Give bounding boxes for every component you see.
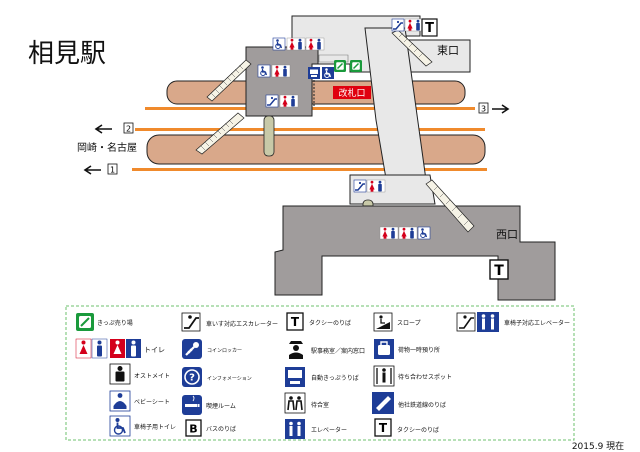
legend-slope: スロープ [397,320,421,327]
bus-glyph: B [189,423,197,436]
legend-baby-seat: ベビーシート [134,398,170,406]
stairs [195,29,475,233]
elevator-icon [405,19,423,31]
wheelchair-icon [109,415,131,437]
toilet-icon [306,38,324,50]
legend-meeting-spot: 待ち合わせスポット [398,373,452,381]
baggage-icon [374,339,394,359]
toilet-icon [287,38,305,50]
track-labels: 2 岡崎・名古屋 1 3 [77,102,510,175]
legend-coin-locker: コインロッカー [207,348,242,354]
legend-toilet: トイレ [144,346,165,354]
wheelchair-escalator-icon [181,312,201,332]
wheelchair-icon [321,66,335,80]
date-note: 2015.9 現在 [572,440,624,452]
wheelchair-elevator-icon [456,312,499,332]
meeting-spot-icon [373,365,395,387]
slope-icon [373,312,393,332]
taxi-icon [286,312,304,331]
west-exit-area [274,205,556,301]
station-title: 相見駅 [28,39,106,69]
west-exit-label: 西口 [496,228,518,241]
taxi-icon-east [421,18,438,37]
legend-wheelchair-toilet: 車椅子用トイレ [134,423,176,431]
legend-bus-stop: バスのりば [206,425,236,433]
east-exit-label: 東口 [437,44,459,57]
wheelchair-icon [257,64,271,78]
legend-waiting-room: 待合室 [311,401,329,409]
ticket-office-icon [349,59,363,73]
information-icon: ? [182,367,202,387]
wheelchair-icon [417,226,431,240]
ticket-machine-icon [308,67,320,79]
legend-ticket-office: きっぷ売り場 [97,319,133,327]
direction-label: 岡崎・名古屋 [77,141,137,154]
legend-baggage: 荷物一時預り所 [398,346,440,354]
track-line-1 [132,168,487,171]
toilet-icon [75,338,141,359]
other-railway-icon [372,392,394,414]
legend: きっぷ売り場 トイレ オストメイト ベビーシート [65,305,575,441]
ticket-machine-icon [285,367,305,387]
toilet-icon [380,227,398,239]
ostomate-icon [109,363,131,385]
taxi-icon-2 [374,418,392,437]
bus-stop-icon [185,419,202,437]
ticket-gate-box [333,86,371,99]
exit-markers: T 東口 西口 T [421,18,518,280]
legend-ticket-machine: 自動きっぷうりば [311,374,359,382]
toilet-icon [272,65,290,77]
station-office-icon [285,340,307,360]
smoking-room-icon [182,395,202,415]
toilet-icon [399,227,417,239]
elevator-icon [280,95,298,107]
legend-taxi-2: タクシーのりば [397,426,439,434]
wheelchair-escalator-icon [391,18,405,32]
track-line-2 [135,128,485,131]
wheelchair-escalator-icon [265,94,279,108]
legend-wheelchair-escalator: 車いす対応エスカレーター [206,320,278,328]
escalator-west [425,179,475,233]
stair-platform-north [206,59,252,102]
elevator-icon [367,180,385,192]
taxi-glyph-west: T [494,263,504,279]
arrow-left-2 [94,124,112,134]
pillar-central [263,115,275,157]
ticket-gate-label: 改札口 [338,87,365,99]
legend-information: インフォメーション [207,376,252,382]
track-2-label: 2 [126,125,131,134]
wheelchair-escalator-icon [353,179,367,193]
svg-text:?: ? [189,373,195,384]
track-3-label: 3 [481,105,486,114]
legend-taxi: タクシーのりば [309,319,351,327]
taxi-glyph-2: T [379,421,388,435]
legend-elevator: エレベーター [311,426,347,434]
track-1-label: 1 [110,166,115,175]
arrow-right-3 [492,104,510,114]
taxi-icon-west [489,259,509,280]
waiting-room-icon [284,392,306,414]
legend-wheelchair-elevator: 車椅子対応エレベーター [504,319,570,327]
legend-other-railway: 他社鉄道線のりば [398,401,446,409]
elevator-icon [285,419,305,439]
taxi-glyph: T [291,315,300,329]
legend-smoking-room: 喫煙ルーム [206,402,236,410]
wheelchair-icon [272,37,286,51]
ticket-office-icon [333,59,347,73]
taxi-glyph-east: T [425,21,434,36]
arrow-left-1 [83,165,101,175]
coin-locker-icon [182,339,202,359]
legend-station-office: 駅事務室／案内窓口 [311,347,365,355]
baby-seat-icon [109,390,131,412]
legend-ostomate: オストメイト [134,373,170,380]
